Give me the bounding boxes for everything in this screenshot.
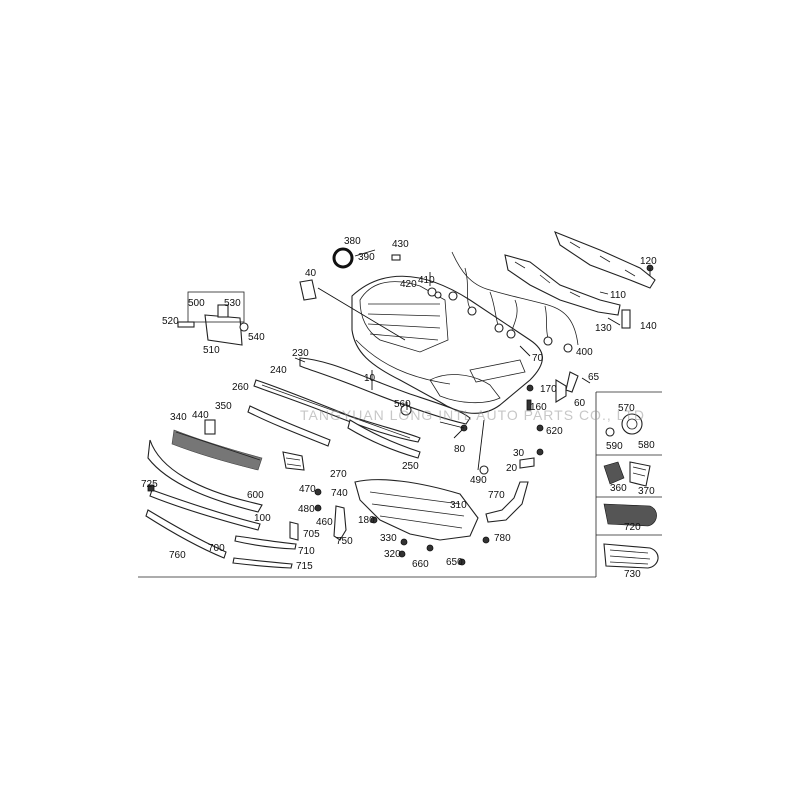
callout-725[interactable]: 725 bbox=[141, 479, 158, 490]
callout-130[interactable]: 130 bbox=[595, 323, 612, 334]
trim-strip-260-part[interactable] bbox=[247, 405, 331, 447]
callout-65[interactable]: 65 bbox=[588, 372, 600, 383]
callout-750[interactable]: 750 bbox=[336, 536, 353, 547]
callout-360[interactable]: 360 bbox=[610, 483, 627, 494]
fog-grille-730-inset-part[interactable] bbox=[603, 543, 659, 569]
trim-strip-230-part[interactable] bbox=[299, 357, 471, 425]
callout-760[interactable]: 760 bbox=[169, 550, 186, 561]
callout-420[interactable]: 420 bbox=[400, 279, 417, 290]
callout-770[interactable]: 770 bbox=[488, 490, 505, 501]
callout-370[interactable]: 370 bbox=[638, 486, 655, 497]
callout-120[interactable]: 120 bbox=[640, 256, 657, 267]
callout-720[interactable]: 720 bbox=[624, 522, 641, 533]
callout-80[interactable]: 80 bbox=[454, 444, 466, 455]
callout-705[interactable]: 705 bbox=[303, 529, 320, 540]
side-grille-270-part[interactable] bbox=[282, 451, 305, 471]
callout-530[interactable]: 530 bbox=[224, 298, 241, 309]
callout-650[interactable]: 650 bbox=[446, 557, 463, 568]
callout-70[interactable]: 70 bbox=[532, 353, 544, 364]
callout-170[interactable]: 170 bbox=[540, 384, 557, 395]
callout-40[interactable]: 40 bbox=[305, 268, 317, 279]
mesh-grille-340-part[interactable] bbox=[171, 419, 263, 471]
callout-380[interactable]: 380 bbox=[344, 236, 361, 247]
callout-270[interactable]: 270 bbox=[330, 469, 347, 480]
sensor-pair-part[interactable] bbox=[391, 254, 442, 299]
callout-250[interactable]: 250 bbox=[402, 461, 419, 472]
callout-320[interactable]: 320 bbox=[384, 549, 401, 560]
callout-590[interactable]: 590 bbox=[606, 441, 623, 452]
callout-240[interactable]: 240 bbox=[270, 365, 287, 376]
callout-350[interactable]: 350 bbox=[215, 401, 232, 412]
callout-440[interactable]: 440 bbox=[192, 410, 209, 421]
callout-390[interactable]: 390 bbox=[358, 252, 375, 263]
fog-grille-720-inset-part[interactable] bbox=[603, 503, 657, 527]
trim-700-part[interactable] bbox=[234, 535, 297, 550]
callout-labels: 10 20 30 40 60 65 70 80 100 110 120 130 … bbox=[141, 236, 657, 580]
callout-410[interactable]: 410 bbox=[418, 275, 435, 286]
bracket-740-part[interactable] bbox=[333, 505, 347, 541]
fasteners-part[interactable] bbox=[147, 371, 579, 566]
licence-plate-bracket-part[interactable] bbox=[177, 291, 249, 346]
callout-715[interactable]: 715 bbox=[296, 561, 313, 572]
trim-715-part[interactable] bbox=[232, 557, 293, 569]
callout-710[interactable]: 710 bbox=[298, 546, 315, 557]
callout-60[interactable]: 60 bbox=[574, 398, 586, 409]
callout-160[interactable]: 160 bbox=[530, 402, 547, 413]
callout-540[interactable]: 540 bbox=[248, 332, 265, 343]
callout-620[interactable]: 620 bbox=[546, 426, 563, 437]
callout-180[interactable]: 180 bbox=[358, 515, 375, 526]
callout-460[interactable]: 460 bbox=[316, 517, 333, 528]
bumper-cover-part[interactable] bbox=[351, 275, 543, 414]
callout-400[interactable]: 400 bbox=[576, 347, 593, 358]
leader-lines bbox=[294, 249, 651, 471]
callout-580[interactable]: 580 bbox=[638, 440, 655, 451]
callout-310[interactable]: 310 bbox=[450, 500, 467, 511]
callout-700[interactable]: 700 bbox=[208, 543, 225, 554]
callout-520[interactable]: 520 bbox=[162, 316, 179, 327]
callout-660[interactable]: 660 bbox=[412, 559, 429, 570]
callout-500[interactable]: 500 bbox=[188, 298, 205, 309]
callout-470[interactable]: 470 bbox=[299, 484, 316, 495]
impact-absorber-part[interactable] bbox=[504, 231, 656, 329]
lip-spoiler-600-part[interactable] bbox=[147, 439, 263, 513]
callout-100[interactable]: 100 bbox=[254, 513, 271, 524]
callout-730[interactable]: 730 bbox=[624, 569, 641, 580]
callout-560[interactable]: 560 bbox=[394, 399, 411, 410]
callout-570[interactable]: 570 bbox=[618, 403, 635, 414]
lower-strip-100-part[interactable] bbox=[149, 489, 261, 531]
trim-strip-240-part[interactable] bbox=[253, 379, 421, 443]
emblem-ring-part[interactable] bbox=[332, 247, 354, 269]
callout-510[interactable]: 510 bbox=[203, 345, 220, 356]
washer-cap-inset-part[interactable] bbox=[605, 413, 643, 437]
callout-340[interactable]: 340 bbox=[170, 412, 187, 423]
callout-260[interactable]: 260 bbox=[232, 382, 249, 393]
watermark-text: TANGYUAN LONG INTL AUTO PARTS CO., LTD bbox=[300, 407, 645, 423]
trim-strip-250-part[interactable] bbox=[347, 419, 421, 459]
callout-740[interactable]: 740 bbox=[331, 488, 348, 499]
callout-110[interactable]: 110 bbox=[610, 290, 626, 301]
callout-10[interactable]: 10 bbox=[364, 373, 376, 384]
bracket-770-part[interactable] bbox=[485, 481, 529, 523]
callout-30[interactable]: 30 bbox=[513, 448, 525, 459]
callout-490[interactable]: 490 bbox=[470, 475, 487, 486]
callout-330[interactable]: 330 bbox=[380, 533, 397, 544]
callout-600[interactable]: 600 bbox=[247, 490, 264, 501]
trim-760-part[interactable] bbox=[145, 509, 227, 559]
callout-480[interactable]: 480 bbox=[298, 504, 315, 515]
wiring-harness-part[interactable] bbox=[448, 251, 579, 353]
callout-140[interactable]: 140 bbox=[640, 321, 657, 332]
callout-20[interactable]: 20 bbox=[506, 463, 518, 474]
bracket-705-part[interactable] bbox=[289, 521, 299, 541]
underbody-panel-310-part[interactable] bbox=[354, 479, 479, 541]
callout-430[interactable]: 430 bbox=[392, 239, 409, 250]
callout-780[interactable]: 780 bbox=[494, 533, 511, 544]
bracket-40-part[interactable] bbox=[299, 279, 317, 301]
callout-230[interactable]: 230 bbox=[292, 348, 309, 359]
vent-cover-inset-part[interactable] bbox=[603, 461, 651, 487]
